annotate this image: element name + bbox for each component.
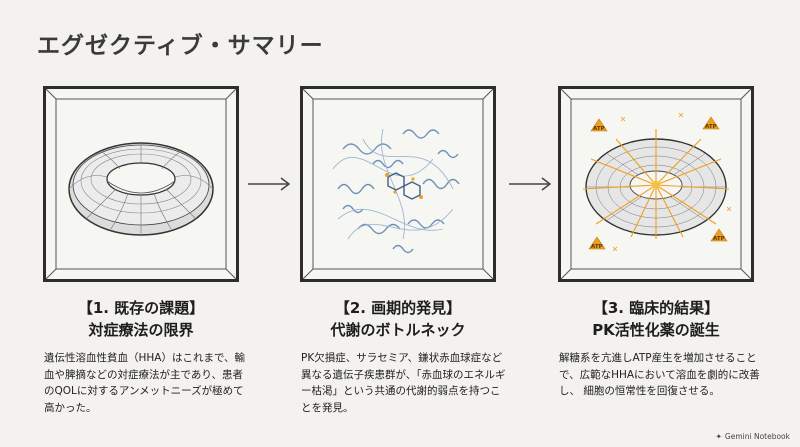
- atp-label: ATP: [591, 244, 603, 250]
- step-2-description: PK欠損症、サラセミア、鎌状赤血球症など異なる遺伝子疾患群が、「赤血球のエネルギ…: [301, 352, 506, 414]
- atp-label: ATP: [705, 124, 717, 130]
- activated-cell-illustration: ATP ATP ATP ATP: [582, 112, 732, 252]
- protein-structure-illustration: [332, 128, 460, 254]
- sparkle-icon: ✦: [715, 432, 722, 441]
- panel-frame: [303, 89, 493, 279]
- arrow-right-icon: [248, 177, 291, 191]
- page-title: エグゼクティブ・サマリー: [37, 33, 324, 59]
- step-3-description: 解糖系を亢進しATP産生を増加させることで、広範なHHAにおいて溶血を劇的に改善…: [559, 352, 760, 397]
- panel-frame: [46, 89, 236, 279]
- panel-breakthrough-discovery: [300, 86, 496, 282]
- atp-label: ATP: [713, 236, 725, 242]
- step-3-heading: 【3. 臨床的結果】 PK活性化薬の誕生: [592, 299, 720, 339]
- atp-label: ATP: [593, 126, 605, 132]
- panel-clinical-result: ATP ATP ATP ATP: [558, 86, 754, 282]
- panel-existing-problem: [43, 86, 239, 282]
- torus-illustration: [68, 142, 214, 236]
- step-1-description: 遺伝性溶血性貧血（HHA）はこれまで、輸血や脾摘などの対症療法が主であり、患者の…: [44, 352, 246, 414]
- step-2-heading: 【2. 画期的発見】 代謝のボトルネック: [330, 299, 466, 339]
- panel-frame: [561, 89, 751, 279]
- arrow-right-icon: [509, 177, 552, 191]
- gemini-notebook-badge: ✦ Gemini Notebook: [715, 432, 790, 441]
- step-1-heading: 【1. 既存の課題】 対症療法の限界: [77, 299, 205, 339]
